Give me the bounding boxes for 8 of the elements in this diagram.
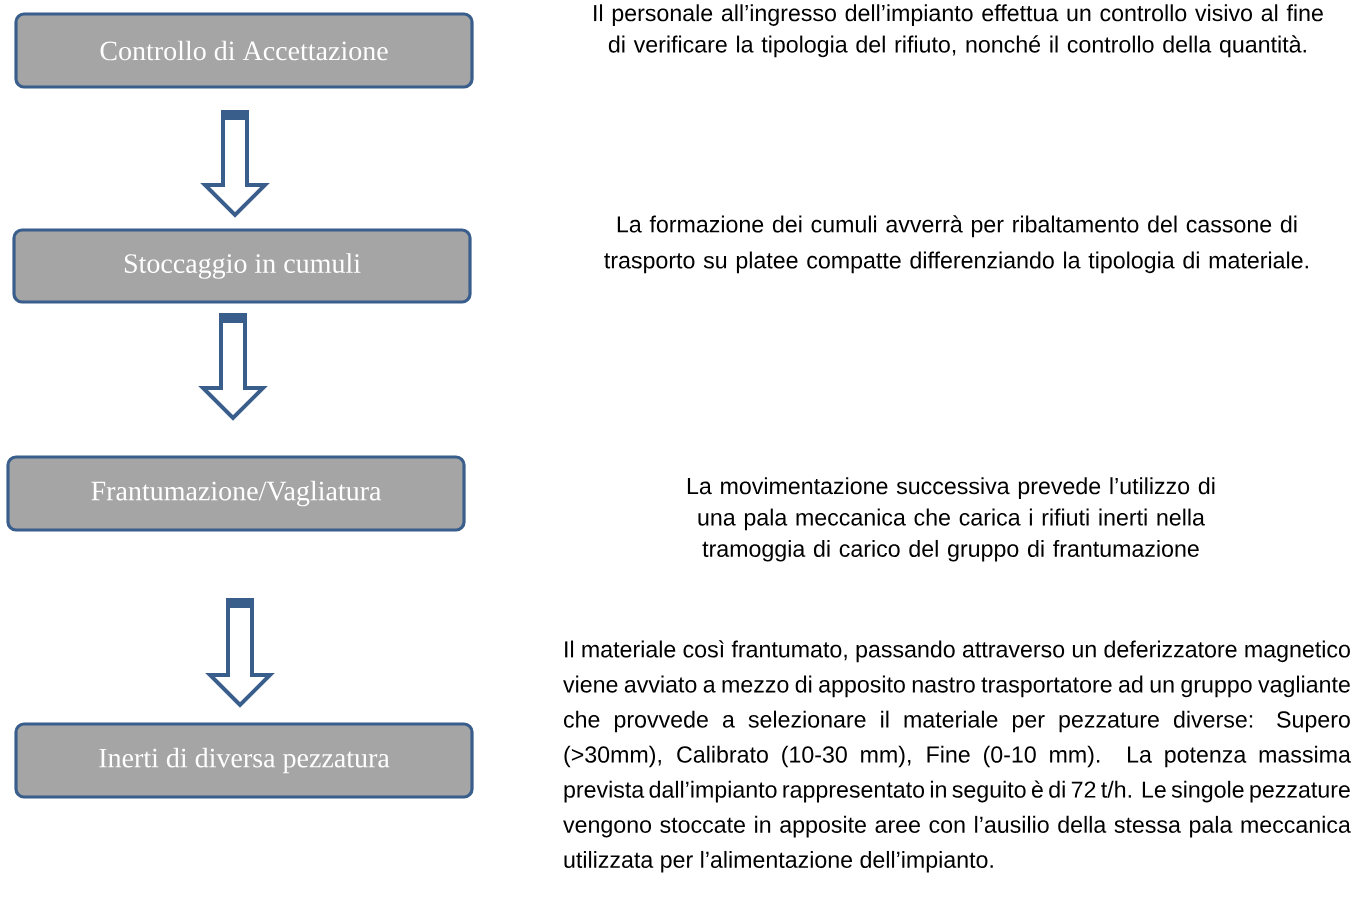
process-box: Frantumazione/Vagliatura (6, 455, 466, 532)
description-text: Il materiale così frantumato, passando attraverso un deferizzatore magnetico viene avviato a mezzo di apposito nastro trasportatore ad un gruppo vagliante che provvede a selezionare il materiale per pezzature diverse: Supero (>30mm), Calibrato (10-30 mm), Fine (0-10 mm). La potenza massima prevista dall’impianto rappresentato in seguito è di 72 t/h. Le singole pezzature vengono stoccate in apposite aree con l’ausilio della stessa pala meccanica utilizzata per l’alimentazione dell’impianto. (563, 640, 1351, 873)
process-box: Inerti di diversa pezzatura (14, 722, 474, 799)
process-box: Stoccaggio in cumuli (12, 228, 472, 304)
description-text: La movimentazione successiva prevede l’utilizzo di una pala meccanica che carica i rifiuti inerti nella tramoggia di carico del gruppo di frantumazione (687, 477, 1215, 562)
process-box: Controllo di Accettazione (14, 12, 474, 89)
description-text: La formazione dei cumuli avverrà per ribaltamento del cassone di trasporto su platee compatte differenziando la tipologia di materiale. (604, 215, 1308, 274)
description-text: Il personale all’ingresso dell’impianto effettua un controllo visivo al fine di verificare la tipologia del rifiuto, nonché il controllo della quantità. (594, 4, 1323, 58)
